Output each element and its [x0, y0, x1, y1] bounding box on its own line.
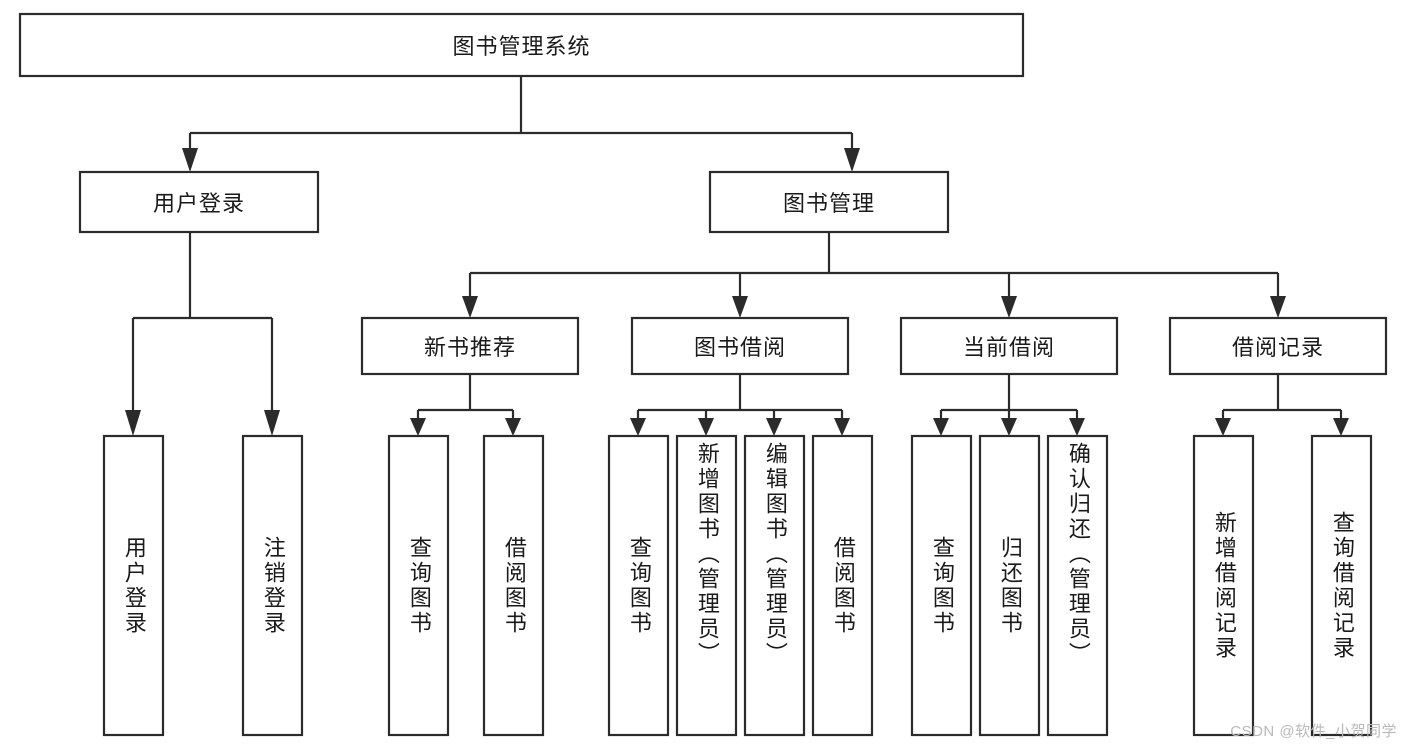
connector-bookborrow-to-leaves [630, 374, 850, 436]
node-box-leaf-query-book-3[interactable] [910, 434, 973, 737]
arrow-head-icon [1001, 296, 1017, 318]
connector-root-to-level1 [182, 76, 860, 172]
node-box-current-borrow[interactable] [899, 316, 1119, 376]
connector-newbook-to-leaves [410, 374, 521, 436]
arrow-head-icon [1333, 418, 1349, 436]
arrow-head-icon [732, 296, 748, 318]
node-box-root[interactable] [18, 12, 1025, 78]
node-box-leaf-query-book-1[interactable] [387, 434, 450, 737]
arrow-head-icon [1069, 418, 1085, 436]
arrow-head-icon [125, 410, 141, 436]
connector-currentborrow-to-leaves [933, 374, 1085, 436]
node-box-leaf-confirm-return[interactable] [1046, 434, 1109, 737]
arrow-head-icon [182, 148, 198, 172]
node-box-leaf-query-book-2[interactable] [607, 434, 670, 737]
node-box-user-login[interactable] [78, 170, 320, 234]
arrow-head-icon [1001, 418, 1017, 436]
node-box-book-borrow[interactable] [630, 316, 850, 376]
arrow-head-icon [462, 296, 478, 318]
arrow-head-icon [844, 148, 860, 172]
node-box-leaf-user-login[interactable] [102, 434, 165, 737]
node-box-leaf-add-record[interactable] [1192, 434, 1255, 737]
arrow-head-icon [834, 418, 850, 436]
arrow-head-icon [933, 418, 949, 436]
node-box-borrow-record[interactable] [1168, 316, 1388, 376]
node-box-leaf-return-book[interactable] [978, 434, 1041, 737]
connector-borrowrecord-to-leaves [1215, 374, 1349, 436]
arrow-head-icon [410, 418, 426, 436]
arrow-head-icon [1270, 296, 1286, 318]
arrow-head-icon [766, 418, 782, 436]
node-box-leaf-borrow-book-1[interactable] [482, 434, 545, 737]
node-box-book-management[interactable] [708, 170, 950, 234]
arrow-head-icon [630, 418, 646, 436]
arrow-head-icon [1215, 418, 1231, 436]
node-box-leaf-edit-book[interactable] [743, 434, 806, 737]
arrow-head-icon [505, 418, 521, 436]
connector-userlogin-to-leaves [125, 232, 280, 436]
arrow-head-icon [264, 410, 280, 436]
arrow-head-icon [698, 418, 714, 436]
node-box-new-book-recommend[interactable] [360, 316, 580, 376]
node-box-leaf-add-book[interactable] [675, 434, 738, 737]
node-box-leaf-logout[interactable] [241, 434, 304, 737]
node-box-leaf-query-record[interactable] [1310, 434, 1373, 737]
node-box-leaf-borrow-book-2[interactable] [811, 434, 874, 737]
connector-bookmgmt-to-level2 [462, 232, 1286, 318]
